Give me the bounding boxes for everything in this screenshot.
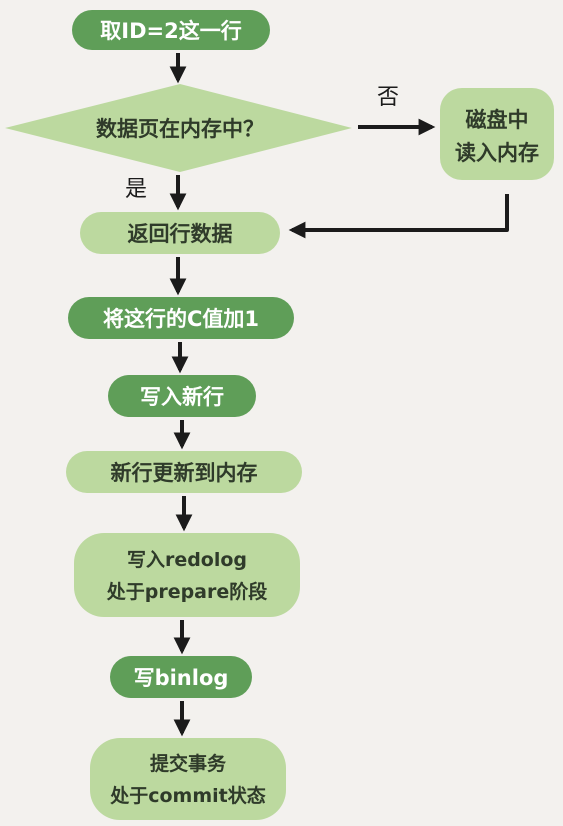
node-in-memory-decision: 数据页在内存中？ xyxy=(5,84,352,172)
node-return-row: 返回行数据 xyxy=(80,212,280,254)
node-in-memory-decision-label: 数据页在内存中？ xyxy=(96,117,264,141)
node-fetch-row: 取ID=2这一行 xyxy=(72,10,270,50)
node-increment-c: 将这行的C值加1 xyxy=(68,297,294,339)
node-redolog-prepare-line2: 处于prepare阶段 xyxy=(106,580,269,603)
node-write-new-row-label: 写入新行 xyxy=(140,385,224,409)
node-write-binlog: 写binlog xyxy=(110,656,252,698)
node-disk-read-line2: 读入内存 xyxy=(455,141,539,165)
edge-label-yes: 是 xyxy=(125,177,147,202)
arrow-disk-to-return xyxy=(288,194,509,239)
node-commit: 提交事务 处于commit状态 xyxy=(90,738,286,820)
node-commit-line1: 提交事务 xyxy=(150,752,227,775)
node-redolog-prepare-line1: 写入redolog xyxy=(127,549,247,571)
node-increment-c-label: 将这行的C值加1 xyxy=(103,307,259,331)
node-fetch-row-label: 取ID=2这一行 xyxy=(100,19,241,43)
node-update-memory: 新行更新到内存 xyxy=(66,451,302,493)
edge-label-no: 否 xyxy=(377,85,399,110)
node-disk-read-line1: 磁盘中 xyxy=(466,108,529,132)
node-redolog-prepare: 写入redolog 处于prepare阶段 xyxy=(74,533,300,617)
node-write-new-row: 写入新行 xyxy=(108,375,256,417)
node-disk-read: 磁盘中 读入内存 xyxy=(440,88,554,180)
node-update-memory-label: 新行更新到内存 xyxy=(111,461,258,485)
node-commit-line2: 处于commit状态 xyxy=(109,784,266,807)
node-return-row-label: 返回行数据 xyxy=(128,222,233,246)
node-write-binlog-label: 写binlog xyxy=(134,666,229,690)
